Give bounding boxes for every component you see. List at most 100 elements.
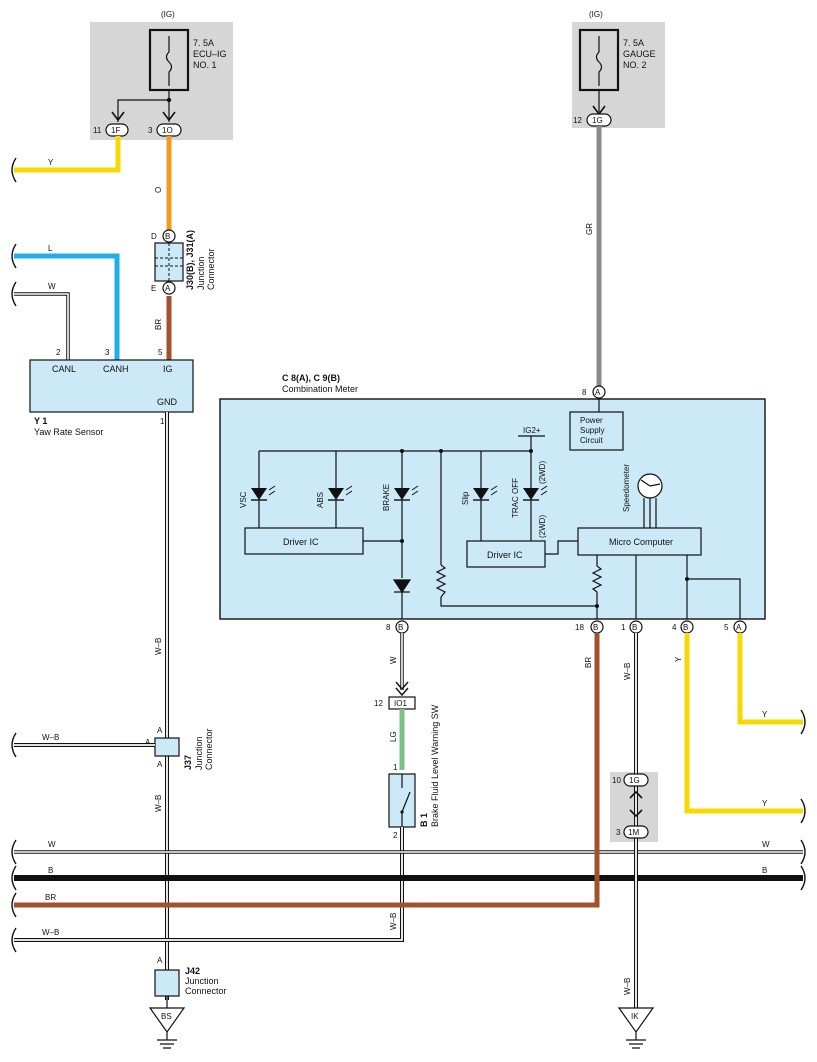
meter-pin-1: 1 [621,623,626,632]
fuse-left-splice [166,97,172,103]
pin-3-top: 3 [148,126,153,135]
wire-label-b-bus-right: B [762,866,767,875]
pin-11: 11 [93,126,102,135]
label-abs: ABS [316,492,325,508]
meter-pin-5: 5 [724,623,729,632]
wire-label-wb-2: W–B [154,795,163,812]
pin-3-1m: 3 [616,828,621,837]
connector-1g-bottom-label: 1G [629,776,640,785]
fuse-ecu-ig-symbol [165,36,173,86]
fuse-left-name1: ECU–IG [193,49,227,59]
ground-ik-symbol [626,1032,646,1049]
micro-computer-box [577,527,702,556]
wire-end-br-bus-left [11,892,17,918]
arrow-1g-1m [629,790,643,818]
yaw-canh: CANH [103,364,129,374]
led-abs-icon [328,485,353,501]
ground-ik-label: IK [631,1012,639,1021]
yaw-name: Yaw Rate Sensor [34,427,103,437]
driver-ic-2-label: Driver IC [487,550,523,560]
wire-label-y-vertical: Y [674,656,683,662]
connector-1m [623,825,649,839]
pin-d: D [151,232,157,241]
wire-br-bus [14,633,600,908]
yaw-pin-1: 1 [160,417,165,426]
wire-end-y-right-bottom [800,798,806,824]
pin-12-top: 12 [573,116,582,125]
wire-label-wb-j37: W–B [42,733,59,742]
wire-label-w-yaw: W [48,282,56,291]
micro-out-a5 [687,578,741,619]
wire-end-l [11,243,17,269]
wire-y-right-top [737,633,803,725]
led-vsc-icon [251,485,276,501]
fuse-left-tag: (IG) [161,10,175,19]
wire-y-top [14,136,121,173]
connector-1o-label: 1O [162,126,173,135]
wire-label-w-bus-left: W [48,840,56,849]
yaw-ig: IG [163,364,173,374]
junction-top-pin-a-label: A [165,284,171,293]
wire-label-wb-bottom: W–B [42,928,59,937]
wire-y-right-bottom [684,633,803,814]
driver-ic-2-box [466,540,546,568]
yaw-pin-5: 5 [158,348,163,357]
wire-label-wb-ik: W–B [623,978,632,995]
wire-label-br-meter: BR [584,657,593,668]
arrow-1o [162,111,176,122]
junction-top-pin-a [162,281,176,295]
micro-computer-label: Micro Computer [609,537,673,547]
wire-label-y-right-bottom: Y [762,799,768,808]
power-supply-circuit-box [569,411,624,451]
j37-id: J37 [183,755,193,770]
wire-label-wb-1: W–B [154,638,163,655]
wire-end-b-bus-left [11,865,17,891]
pin-10: 10 [612,776,621,785]
meter-pin-8-bottom: 8 [386,623,391,632]
junction-top-pin-b-label: B [165,232,170,241]
fuse-left-internal-wire [117,90,170,122]
psu-line1: Power [580,416,603,425]
wire-label-lg: LG [389,731,398,742]
ground-ik-triangle [617,1007,655,1034]
ig2-label: IG2+ [523,426,541,435]
meter-pin-a-top-label: A [595,388,601,397]
j42-pin-a: A [157,956,163,965]
wire-label-y-top: Y [48,158,54,167]
meter-resistor-branch [440,451,597,607]
j37-l1: Junction [194,736,204,770]
switch-pin-1: 1 [393,763,398,772]
connector-io1-label: IO1 [394,699,407,708]
diode-icon [392,579,412,606]
connector-1f-label: 1F [111,126,120,135]
yaw-canl: CANL [52,364,76,374]
wire-label-br-bus: BR [45,893,56,902]
wire-label-gr: GR [585,223,594,235]
speedometer-leads [643,498,657,528]
psu-line3: Circuit [580,436,603,445]
meter-id: C 8(A), C 9(B) [282,373,340,383]
wire-label-y-right-top: Y [762,710,768,719]
fuse-left-rating: 7. 5A [193,38,214,48]
meter-pin-b4-label: B [683,623,688,632]
wire-wb-switch [14,827,404,942]
ground-bs-symbol [157,1032,177,1049]
switch-id: B 1 [419,813,429,827]
j37-pin-a-bottom: A [157,760,163,769]
j42-l1: Junction [185,976,219,986]
arrow-1f [111,111,125,122]
speedometer-needle [640,479,661,487]
led-brake-icon [394,485,419,501]
label-trac-off: TRAC OFF [511,478,520,518]
junction-top-id: J30(B), J31(A) [185,230,195,290]
yaw-pin-2: 2 [56,348,61,357]
splice-441 [439,449,443,453]
yaw-rate-sensor-box [29,359,194,413]
wire-label-wb-switch: W–B [389,913,398,930]
connector-1g-bottom [623,773,649,787]
meter-pin-8-top: 8 [582,388,587,397]
led-slip-icon [473,485,498,501]
wire-end-y [11,157,17,183]
junction-top-inner [155,243,183,281]
